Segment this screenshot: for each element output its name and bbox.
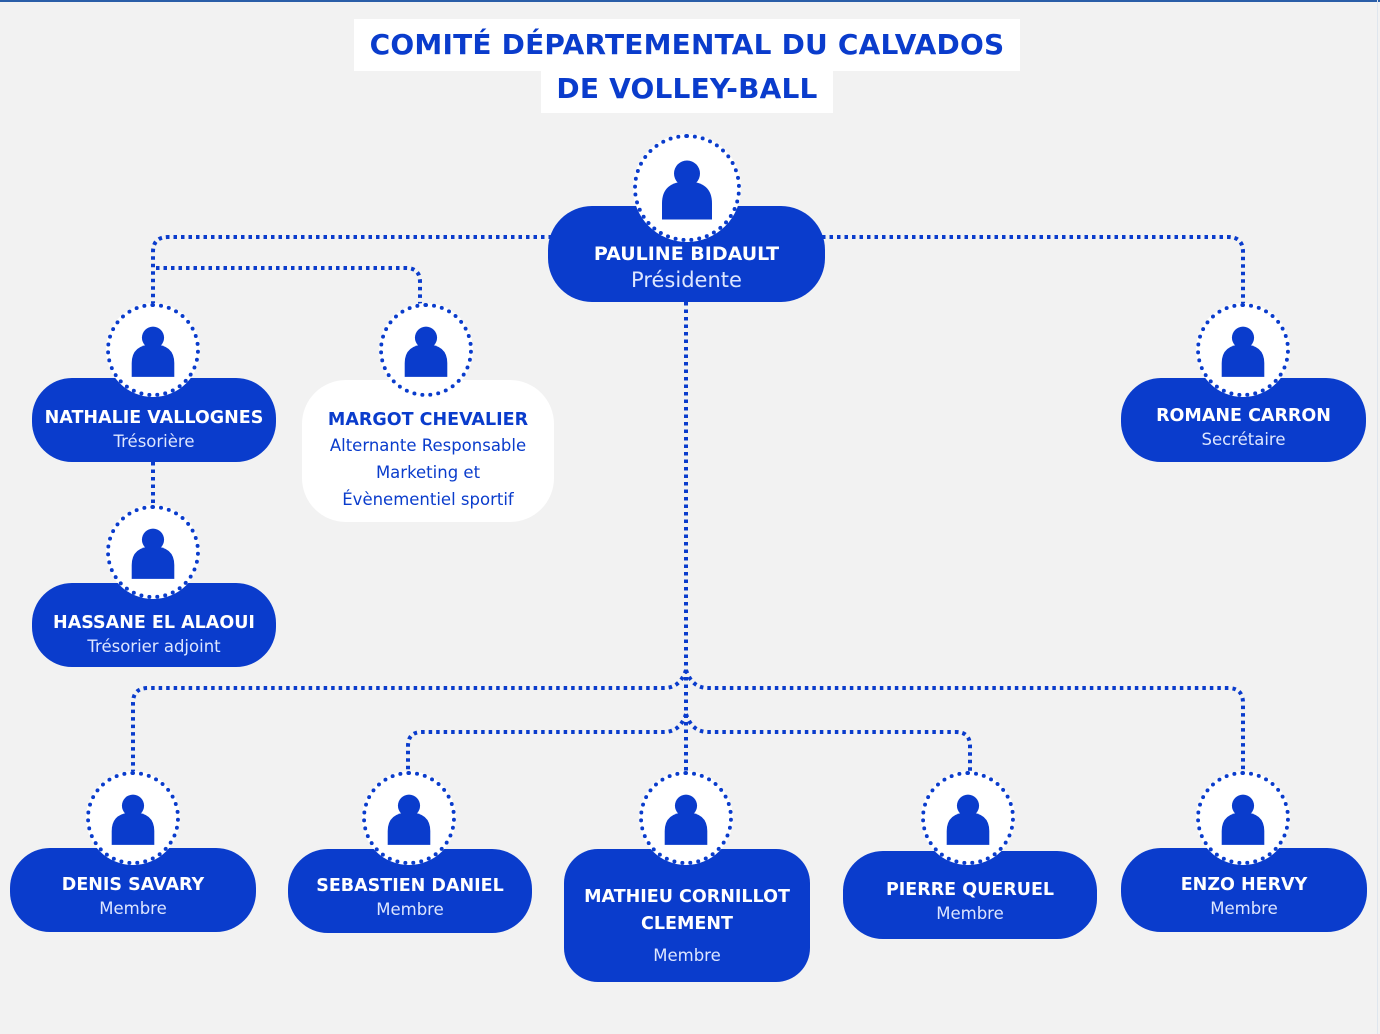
person-role-line: Marketing et xyxy=(375,462,481,482)
link-member-sebastien xyxy=(406,713,688,772)
avatar-marketing xyxy=(379,303,473,397)
person-role: Présidente xyxy=(631,268,742,292)
person-icon xyxy=(664,794,708,845)
link-member-enzo xyxy=(684,669,1245,772)
card-member[interactable]: MATHIEU CORNILLOT CLEMENT Membre xyxy=(564,849,810,982)
card-marketing[interactable]: MARGOT CHEVALIER Alternante Responsable … xyxy=(302,380,554,522)
link-member-denis xyxy=(131,669,688,772)
person-icon xyxy=(946,794,990,845)
person-icon xyxy=(1221,794,1265,845)
person-name: PAULINE BIDAULT xyxy=(593,243,780,265)
person-icon xyxy=(662,160,712,220)
person-role: Membre xyxy=(653,946,721,965)
avatar-secretary xyxy=(1196,303,1290,397)
person-role: Membre xyxy=(376,899,444,919)
link-president-treasurer xyxy=(151,235,552,305)
avatar-member xyxy=(1196,771,1290,865)
person-name: HASSANE EL ALAOUI xyxy=(53,612,255,633)
person-name-line: CLEMENT xyxy=(641,914,733,934)
link-treasurer-marketing xyxy=(156,266,422,305)
avatar-member xyxy=(639,771,733,865)
person-role: Membre xyxy=(1210,898,1278,918)
avatar-member xyxy=(86,771,180,865)
card-secretary[interactable]: ROMANE CARRON Secrétaire xyxy=(1121,378,1366,462)
avatar-member xyxy=(921,771,1015,865)
person-name-line: MATHIEU CORNILLOT xyxy=(584,887,790,907)
avatar-treasurer xyxy=(106,303,200,397)
card-president[interactable]: PAULINE BIDAULT Présidente xyxy=(548,206,825,302)
person-icon xyxy=(387,794,431,845)
person-name: ROMANE CARRON xyxy=(1156,405,1331,426)
person-name: SEBASTIEN DANIEL xyxy=(316,875,504,896)
title-line-1: COMITÉ DÉPARTEMENTAL DU CALVADOS xyxy=(354,19,1020,71)
person-icon xyxy=(1221,326,1265,377)
person-role-line: Alternante Responsable xyxy=(329,435,527,455)
person-name: MARGOT CHEVALIER xyxy=(327,409,529,430)
person-name: PIERRE QUERUEL xyxy=(885,879,1055,900)
avatar-member xyxy=(362,771,456,865)
person-icon xyxy=(131,326,175,377)
person-role: Membre xyxy=(99,898,167,918)
right-border xyxy=(1377,0,1378,1034)
person-icon xyxy=(404,326,448,377)
person-name: DENIS SAVARY xyxy=(61,874,205,895)
person-icon xyxy=(131,528,175,579)
card-member[interactable]: SEBASTIEN DANIEL Membre xyxy=(288,849,532,933)
title-line-2: DE VOLLEY-BALL xyxy=(541,63,833,113)
person-icon xyxy=(111,794,155,845)
person-role: Membre xyxy=(936,903,1004,923)
card-member[interactable]: PIERRE QUERUEL Membre xyxy=(843,851,1097,939)
person-role: Trésorière xyxy=(113,431,195,451)
person-role: Secrétaire xyxy=(1201,429,1286,449)
person-name: ENZO HERVY xyxy=(1180,874,1308,895)
avatar-assistant-treasurer xyxy=(106,505,200,599)
person-role-line: Évènementiel sportif xyxy=(342,489,514,509)
link-president-secretary xyxy=(822,235,1245,305)
link-member-pierre xyxy=(684,713,972,772)
top-border xyxy=(0,0,1380,2)
person-role: Trésorier adjoint xyxy=(87,636,221,656)
person-name: NATHALIE VALLOGNES xyxy=(44,407,264,428)
avatar-president xyxy=(633,134,741,242)
